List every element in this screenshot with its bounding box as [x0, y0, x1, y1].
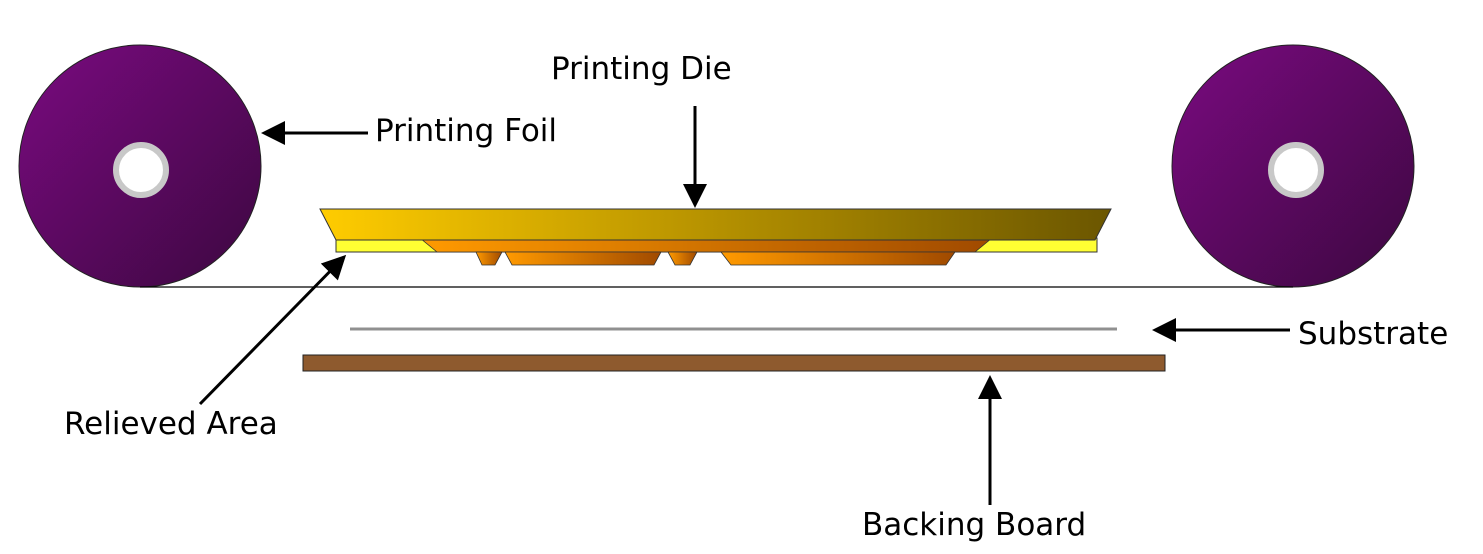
label-substrate: Substrate	[1298, 316, 1448, 352]
backing-board	[302, 354, 1166, 372]
printing-die	[319, 208, 1112, 266]
label-printing-foil: Printing Foil	[375, 113, 557, 149]
foil-roll-right	[1171, 44, 1415, 288]
die-relief-2	[504, 251, 662, 266]
die-relief-3	[667, 251, 698, 266]
foil-roll-left	[18, 44, 262, 288]
die-relief-1	[475, 251, 503, 266]
roll-hub-left	[113, 142, 169, 198]
label-relieved-area: Relieved Area	[64, 406, 278, 442]
die-block	[319, 208, 1112, 241]
roll-hub-right	[1268, 142, 1324, 198]
label-printing-die: Printing Die	[551, 51, 732, 87]
die-relief-4	[720, 251, 956, 266]
label-backing-board: Backing Board	[862, 507, 1086, 543]
relieved-area-arrow	[198, 254, 347, 406]
arrows	[198, 106, 1290, 505]
